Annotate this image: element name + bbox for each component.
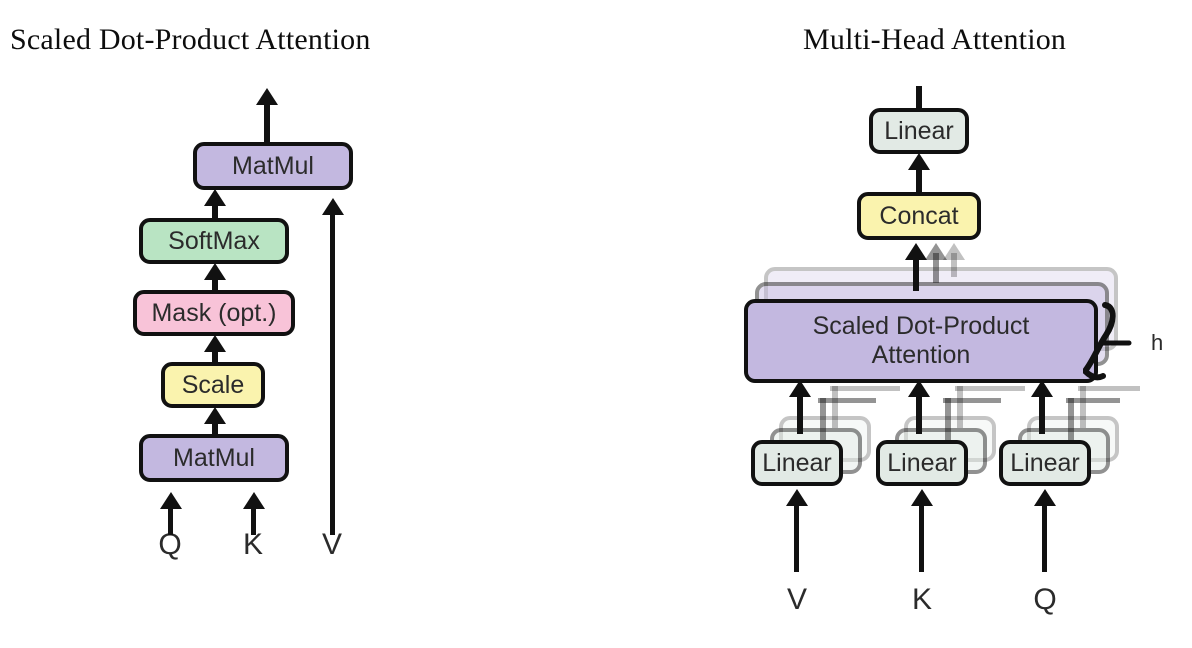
- head-count-label: h: [1151, 330, 1164, 355]
- input-v-shaft-mha: [794, 500, 799, 572]
- attention-to-concat-shaft: [913, 253, 919, 291]
- head-count-brace-icon: [1083, 302, 1132, 381]
- matmul-to-scale-shaft: [212, 417, 218, 447]
- output-arrow-head: [256, 88, 278, 105]
- input-v-shaft: [330, 212, 335, 535]
- node-linear-k[interactable]: Linear: [876, 440, 968, 486]
- linear-q-ghost-pipe-1: [1066, 398, 1120, 403]
- input-label-k-mha: K: [911, 583, 932, 616]
- input-label-q: Q: [158, 528, 182, 561]
- concat-to-linear-shaft: [916, 163, 922, 195]
- node-matmul-top[interactable]: MatMul: [193, 142, 353, 190]
- node-linear-q[interactable]: Linear: [999, 440, 1091, 486]
- linear-q-ghost-pipe-2: [1078, 386, 1140, 391]
- node-label: Scale: [181, 370, 245, 399]
- node-label: SoftMax: [168, 226, 260, 255]
- node-label: Linear: [884, 116, 954, 145]
- output-arrow-shaft: [264, 98, 270, 143]
- matmul-to-scale-head: [204, 407, 226, 424]
- input-label-v: V: [321, 528, 342, 561]
- node-mask[interactable]: Mask (opt.): [133, 290, 295, 336]
- attention-to-concat-shaft-ghost-2: [951, 253, 957, 277]
- scale-to-mask-head: [204, 335, 226, 352]
- input-label-k: K: [242, 528, 263, 561]
- linear-k-to-attention-head: [908, 380, 930, 397]
- node-label: Concat: [879, 201, 959, 230]
- input-k-shaft-mha: [919, 500, 924, 572]
- input-q-head: [160, 492, 182, 509]
- linear-v-to-attention-shaft: [797, 390, 803, 434]
- node-matmul-bottom[interactable]: MatMul: [139, 434, 289, 482]
- mha-output-line: [916, 86, 922, 110]
- input-k-shaft: [251, 505, 256, 535]
- scale-to-mask-shaft: [212, 345, 218, 375]
- node-output-linear[interactable]: Linear: [869, 108, 969, 154]
- attention-to-concat-shaft-ghost-1: [933, 253, 939, 283]
- linear-q-to-attention-shaft: [1039, 390, 1045, 434]
- linear-v-ghost-pipe-2: [830, 386, 900, 391]
- node-label-line2: Attention: [871, 341, 971, 369]
- node-softmax[interactable]: SoftMax: [139, 218, 289, 264]
- linear-k-ghost-riser-2: [957, 386, 963, 428]
- linear-v-ghost-pipe-1: [818, 398, 876, 403]
- input-v-head: [322, 198, 344, 215]
- node-linear-v[interactable]: Linear: [751, 440, 843, 486]
- node-label: Linear: [762, 448, 832, 477]
- node-label: Linear: [1010, 448, 1080, 477]
- node-label: MatMul: [232, 151, 314, 180]
- mask-to-softmax-shaft: [212, 273, 218, 303]
- attention-to-concat-head: [905, 243, 927, 260]
- node-concat[interactable]: Concat: [857, 192, 981, 240]
- input-k-head: [243, 492, 265, 509]
- node-label-line1: Scaled Dot-Product: [812, 312, 1030, 340]
- linear-k-to-attention-shaft: [916, 390, 922, 434]
- node-scale[interactable]: Scale: [161, 362, 265, 408]
- attention-to-concat-head-ghost-1: [925, 243, 947, 260]
- input-k-head-mha: [911, 489, 933, 506]
- node-scaled-dot-product-attention[interactable]: Scaled Dot-Product Attention: [744, 299, 1098, 383]
- attention-to-concat-head-ghost-2: [943, 243, 965, 260]
- panel-title-scaled-dot-product-attention: Scaled Dot-Product Attention: [10, 23, 371, 56]
- input-q-head-mha: [1034, 489, 1056, 506]
- input-label-q-mha: Q: [1033, 583, 1057, 616]
- linear-k-ghost-riser-1: [945, 398, 951, 442]
- linear-v-ghost-riser-1: [820, 398, 826, 442]
- mask-to-softmax-head: [204, 263, 226, 280]
- softmax-to-matmul-shaft: [212, 199, 218, 232]
- linear-v-to-attention-head: [789, 380, 811, 397]
- linear-q-ghost-riser-2: [1080, 386, 1086, 428]
- panel-title-multi-head-attention: Multi-Head Attention: [803, 23, 1067, 56]
- node-label: Mask (opt.): [151, 298, 277, 327]
- input-v-head-mha: [786, 489, 808, 506]
- input-q-shaft-mha: [1042, 500, 1047, 572]
- linear-q-ghost-riser-1: [1068, 398, 1074, 442]
- linear-k-ghost-pipe-1: [943, 398, 1001, 403]
- concat-to-linear-head: [908, 153, 930, 170]
- node-label: Linear: [887, 448, 957, 477]
- input-q-shaft: [168, 505, 173, 535]
- node-label: MatMul: [173, 443, 255, 472]
- input-label-v-mha: V: [786, 583, 807, 616]
- linear-k-ghost-pipe-2: [955, 386, 1025, 391]
- linear-v-ghost-riser-2: [832, 386, 838, 428]
- linear-q-to-attention-head: [1031, 380, 1053, 397]
- softmax-to-matmul-head: [204, 189, 226, 206]
